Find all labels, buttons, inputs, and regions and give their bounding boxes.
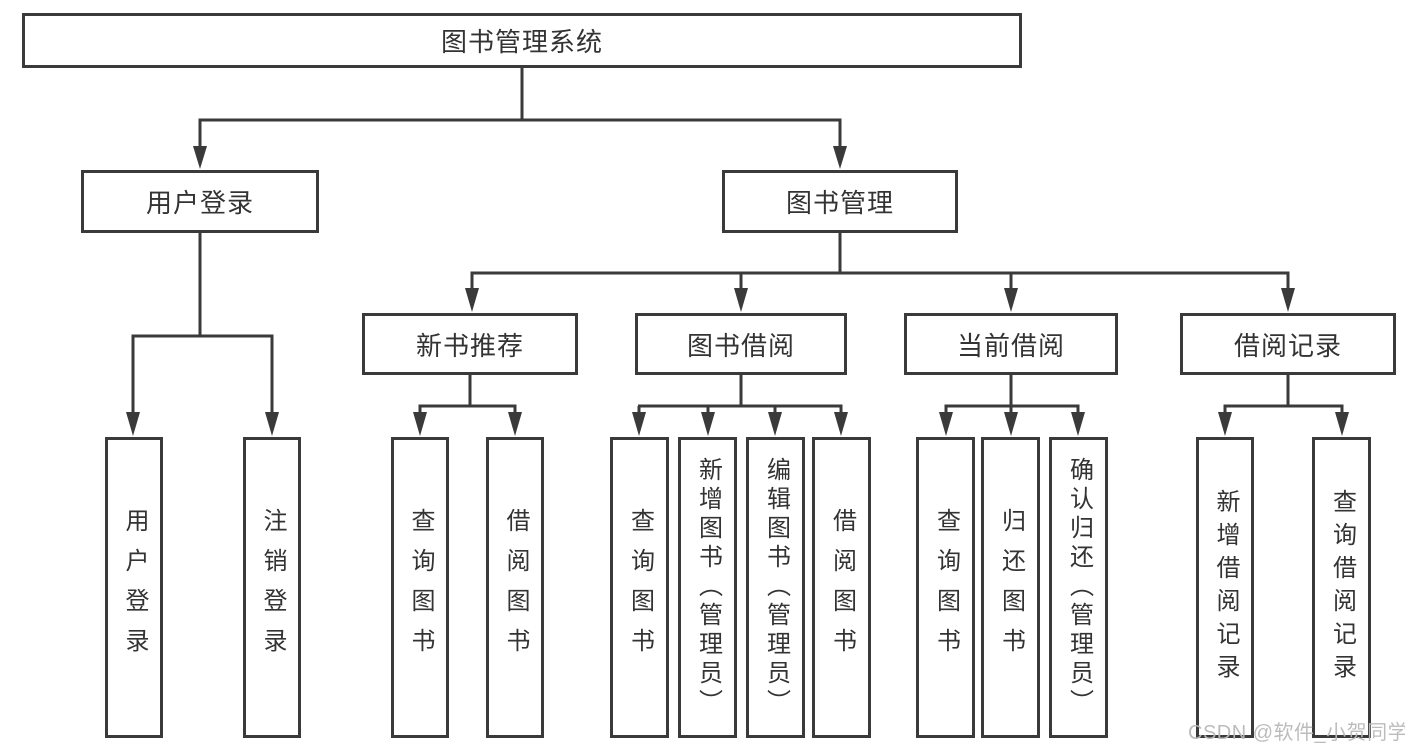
connector-recommend-to-leaves (413, 375, 522, 436)
leaf-current-query-books-label: 查询图书 (932, 507, 960, 668)
node-root-label: 图书管理系统 (440, 27, 603, 57)
leaf-records-add-record: 新增借阅记录 (1196, 437, 1254, 738)
leaf-borrow-edit-books-admin: 编辑图书（管理员） (746, 437, 805, 738)
leaf-records-query-record: 查询借阅记录 (1312, 437, 1371, 738)
connector-records-to-leaves (1218, 375, 1349, 436)
leaf-borrow-edit-books-admin-label: 编辑图书（管理员） (762, 457, 790, 718)
node-book-management: 图书管理 (722, 170, 958, 233)
connector-borrow-to-leaves (632, 375, 848, 436)
node-root: 图书管理系统 (22, 13, 1022, 68)
node-new-book-recommend: 新书推荐 (362, 313, 578, 375)
leaf-borrow-query-books: 查询图书 (610, 437, 669, 738)
node-current-borrow: 当前借阅 (904, 313, 1118, 375)
leaf-logout-label: 注销登录 (259, 507, 286, 668)
node-borrow-records-label: 借阅记录 (1233, 330, 1342, 361)
leaf-user-login: 用户登录 (105, 437, 163, 738)
leaf-current-return-books-label: 归还图书 (997, 507, 1025, 668)
node-borrow-records: 借阅记录 (1180, 313, 1396, 375)
connector-user-login-to-leaves (126, 233, 279, 436)
leaf-logout: 注销登录 (243, 437, 301, 738)
leaf-borrow-borrow-books: 借阅图书 (812, 437, 871, 738)
node-book-borrow-label: 图书借阅 (686, 330, 795, 361)
leaf-recommend-query-books-label: 查询图书 (407, 507, 434, 668)
leaf-borrow-add-books-admin: 新增图书（管理员） (678, 437, 737, 738)
leaf-recommend-borrow-books: 借阅图书 (486, 437, 544, 738)
node-user-login: 用户登录 (81, 170, 319, 233)
leaf-records-query-record-label: 查询借阅记录 (1328, 488, 1356, 687)
leaf-current-confirm-return-admin: 确认归还（管理员） (1049, 437, 1108, 738)
leaf-borrow-add-books-admin-label: 新增图书（管理员） (694, 457, 722, 718)
connector-current-to-leaves (939, 375, 1085, 436)
leaf-borrow-query-books-label: 查询图书 (626, 507, 654, 668)
node-user-login-label: 用户登录 (145, 188, 254, 218)
leaf-recommend-query-books: 查询图书 (391, 437, 449, 738)
leaf-borrow-borrow-books-label: 借阅图书 (828, 507, 856, 668)
leaf-user-login-label: 用户登录 (121, 507, 148, 668)
node-book-borrow: 图书借阅 (635, 313, 847, 375)
connector-root-to-level2 (193, 68, 847, 169)
leaf-current-confirm-return-admin-label: 确认归还（管理员） (1065, 457, 1093, 718)
leaf-records-add-record-label: 新增借阅记录 (1212, 488, 1239, 687)
node-current-borrow-label: 当前借阅 (956, 330, 1065, 361)
connector-book-management-to-level3 (465, 233, 1295, 312)
leaf-recommend-borrow-books-label: 借阅图书 (502, 507, 529, 668)
node-new-book-recommend-label: 新书推荐 (415, 330, 524, 361)
node-book-management-label: 图书管理 (785, 188, 894, 218)
csdn-watermark: CSDN @软件_小贺同学 (1188, 722, 1405, 744)
leaf-current-return-books: 归还图书 (981, 437, 1040, 738)
leaf-current-query-books: 查询图书 (916, 437, 975, 738)
